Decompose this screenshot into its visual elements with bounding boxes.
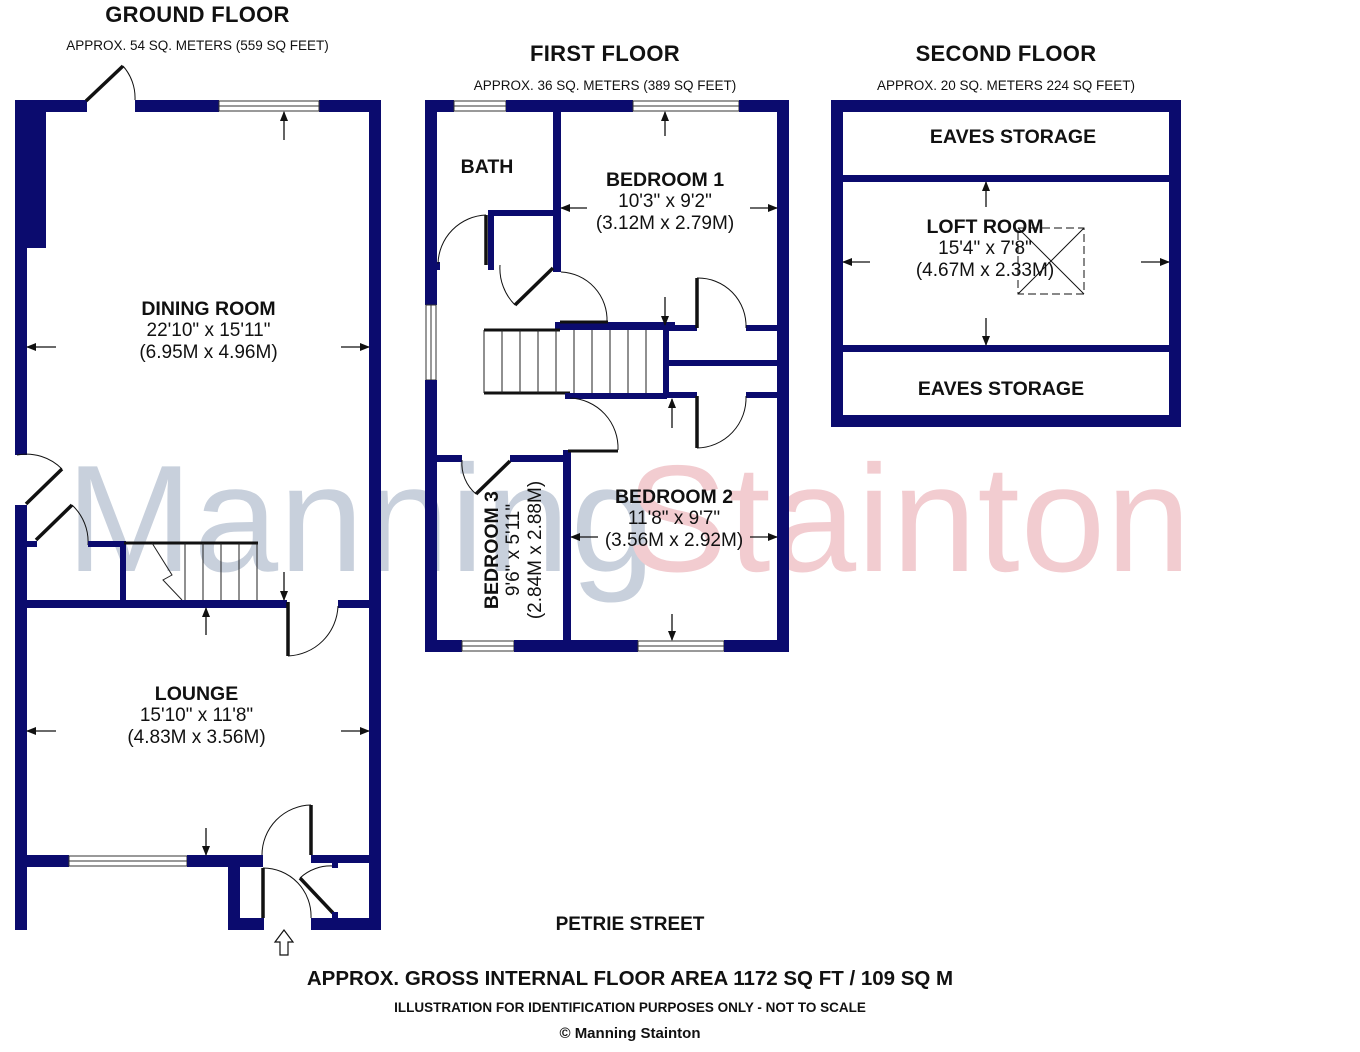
room-dimensions-metric: (2.84M x 2.88M): [525, 480, 546, 620]
room-bath: BATH: [460, 156, 514, 178]
room-dimensions-metric: (4.67M x 2.33M): [915, 260, 1055, 281]
ground-floor-plan: [15, 64, 381, 930]
second-floor-title: SECOND FLOOR: [915, 41, 1097, 66]
room-dimensions-metric: (4.83M x 3.56M): [127, 727, 266, 748]
room-bedroom-3: BEDROOM 3 9'6" x 5'11" (2.84M x 2.88M): [481, 440, 547, 660]
room-name: BEDROOM 3: [481, 490, 503, 610]
room-dimensions-metric: (3.12M x 2.79M): [595, 213, 735, 234]
ground-floor-title: GROUND FLOOR: [105, 2, 290, 27]
copyright: © Manning Stainton: [559, 1025, 701, 1042]
room-name: BEDROOM 1: [605, 169, 725, 191]
first-floor-area: APPROX. 36 SQ. METERS (389 SQ FEET): [473, 78, 737, 93]
first-floor-title: FIRST FLOOR: [530, 41, 680, 66]
first-floor-plan: [425, 100, 789, 652]
room-name: LOFT ROOM: [926, 216, 1044, 238]
entrance-arrow-icon: [273, 929, 295, 956]
room-dimensions-imperial: 15'10" x 11'8": [139, 705, 254, 726]
room-name: BEDROOM 2: [614, 486, 734, 508]
gross-area: APPROX. GROSS INTERNAL FLOOR AREA 1172 S…: [306, 967, 954, 990]
room-name: DINING ROOM: [141, 298, 276, 320]
room-dimensions-metric: (3.56M x 2.92M): [604, 530, 744, 551]
room-dimensions-metric: (6.95M x 4.96M): [139, 342, 278, 363]
room-bedroom-2: BEDROOM 2 11'8" x 9'7" (3.56M x 2.92M): [571, 486, 777, 552]
room-eaves-storage-bottom: EAVES STORAGE: [917, 378, 1085, 400]
room-dining: DINING ROOM 22'10" x 15'11" (6.95M x 4.9…: [60, 298, 357, 364]
street-name: PETRIE STREET: [555, 914, 705, 935]
second-floor-plan: [831, 100, 1181, 427]
room-dimensions-imperial: 11'8" x 9'7": [627, 508, 721, 529]
room-loft: LOFT ROOM 15'4" x 7'8" (4.67M x 2.33M): [870, 216, 1100, 282]
watermark-stainton: Stainton: [626, 434, 1192, 604]
second-floor-area: APPROX. 20 SQ. METERS 224 SQ FEET): [876, 78, 1136, 93]
room-lounge: LOUNGE 15'10" x 11'8" (4.83M x 3.56M): [48, 683, 345, 749]
disclaimer: ILLUSTRATION FOR IDENTIFICATION PURPOSES…: [394, 1000, 866, 1015]
ground-floor-area: APPROX. 54 SQ. METERS (559 SQ FEET): [66, 38, 329, 53]
room-dimensions-imperial: 9'6" x 5'11": [503, 503, 524, 597]
room-dimensions-imperial: 10'3" x 9'2": [618, 191, 712, 212]
room-eaves-storage-top: EAVES STORAGE: [929, 126, 1097, 148]
room-dimensions-imperial: 15'4" x 7'8": [938, 238, 1032, 259]
room-name: LOUNGE: [154, 683, 239, 705]
room-bedroom-1: BEDROOM 1 10'3" x 9'2" (3.12M x 2.79M): [561, 169, 769, 235]
room-dimensions-imperial: 22'10" x 15'11": [146, 320, 271, 341]
watermark-manning: Manning: [66, 434, 657, 604]
